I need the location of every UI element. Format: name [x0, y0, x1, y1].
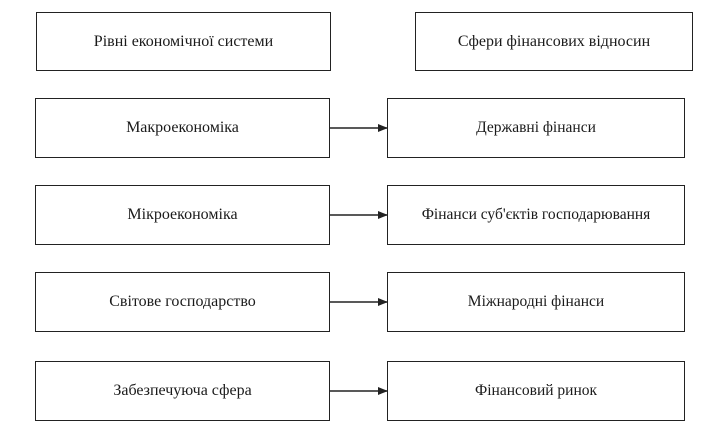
sphere-box-business-finance: Фінанси суб'єктів господарювання	[387, 185, 685, 245]
level-box-microeconomics: Мікроекономіка	[35, 185, 330, 245]
sphere-label: Міжнародні фінанси	[467, 293, 605, 311]
level-label: Світове господарство	[109, 293, 256, 310]
level-box-macroeconomics: Макроекономіка	[35, 98, 330, 158]
level-label: Мікроекономіка	[127, 206, 238, 223]
sphere-label: Державні фінанси	[476, 119, 596, 137]
sphere-box-public-finance: Державні фінанси	[387, 98, 685, 158]
sphere-label: Фінанси суб'єктів господарювання	[421, 206, 651, 224]
level-box-supporting-sphere: Забезпечуюча сфера	[35, 361, 330, 421]
header-spheres-label: Сфери фінансових відносин	[457, 32, 651, 50]
header-spheres-box: Сфери фінансових відносин	[415, 12, 693, 71]
header-levels-box: Рівні економічної системи	[36, 12, 331, 71]
level-label: Макроекономіка	[126, 119, 239, 136]
level-box-world-economy: Світове господарство	[35, 272, 330, 332]
sphere-label: Фінансовий ринок	[474, 382, 598, 400]
sphere-box-financial-market: Фінансовий ринок	[387, 361, 685, 421]
header-levels-label: Рівні економічної системи	[93, 32, 274, 50]
level-label: Забезпечуюча сфера	[113, 382, 252, 399]
sphere-box-international-finance: Міжнародні фінанси	[387, 272, 685, 332]
